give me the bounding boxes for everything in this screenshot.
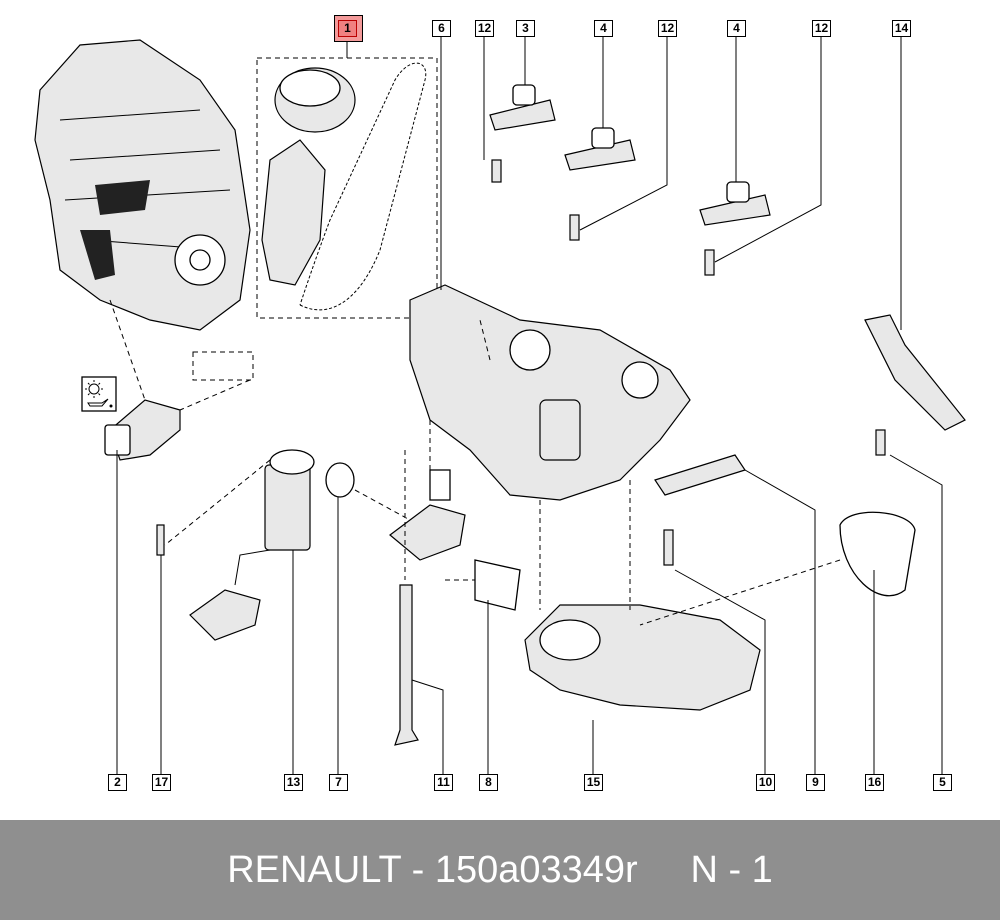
sensor-3: [489, 84, 556, 131]
callout-14[interactable]: 14: [892, 20, 911, 37]
vvt-solenoid: [389, 469, 466, 561]
gasket: [474, 559, 521, 611]
dashed-placeholder: [192, 351, 254, 381]
plate-9: [654, 454, 746, 496]
oil-pan-strainer: [524, 604, 761, 711]
bolt-17: [156, 524, 165, 556]
callout-11[interactable]: 11: [434, 774, 453, 791]
oil-pressure-sensor: [104, 399, 181, 461]
callout-5[interactable]: 5: [933, 774, 952, 791]
oil-pump: [409, 284, 691, 501]
callout-16[interactable]: 16: [865, 774, 884, 791]
callout-12[interactable]: 12: [812, 20, 831, 37]
callout-17[interactable]: 17: [152, 774, 171, 791]
callout-6[interactable]: 6: [432, 20, 451, 37]
callout-15[interactable]: 15: [584, 774, 603, 791]
parts-diagram: 1 6 12 3 4 12 4 12 14 2 17 13 7 11 8 15 …: [34, 15, 966, 791]
sensor-4b: [699, 181, 771, 226]
callout-1[interactable]: 1: [338, 20, 357, 37]
bolts-12: [491, 159, 886, 566]
bracket-14: [864, 314, 966, 431]
callout-8[interactable]: 8: [479, 774, 498, 791]
gasket-16: [839, 511, 916, 597]
callout-12[interactable]: 12: [475, 20, 494, 37]
engine-block: [34, 39, 251, 331]
solenoid-valve: [189, 449, 315, 641]
long-bolt: [394, 584, 419, 746]
diagram-drawing: [34, 37, 966, 775]
sensor-4a: [564, 127, 636, 171]
callout-2[interactable]: 2: [108, 774, 127, 791]
callout-3[interactable]: 3: [516, 20, 535, 37]
callout-4[interactable]: 4: [727, 20, 746, 37]
leader-lines: [109, 37, 943, 775]
callout-4[interactable]: 4: [594, 20, 613, 37]
o-ring: [325, 462, 355, 498]
callout-13[interactable]: 13: [284, 774, 303, 791]
part-number-footer: RENAULT - 150a03349r N - 1: [0, 820, 1000, 920]
callout-9[interactable]: 9: [806, 774, 825, 791]
timing-chain-kit: [261, 62, 427, 311]
callout-7[interactable]: 7: [329, 774, 348, 791]
oil-pressure-warning-icon: [81, 376, 117, 412]
callout-12[interactable]: 12: [658, 20, 677, 37]
callout-10[interactable]: 10: [756, 774, 775, 791]
part-number-text: RENAULT - 150a03349r N - 1: [227, 848, 773, 891]
